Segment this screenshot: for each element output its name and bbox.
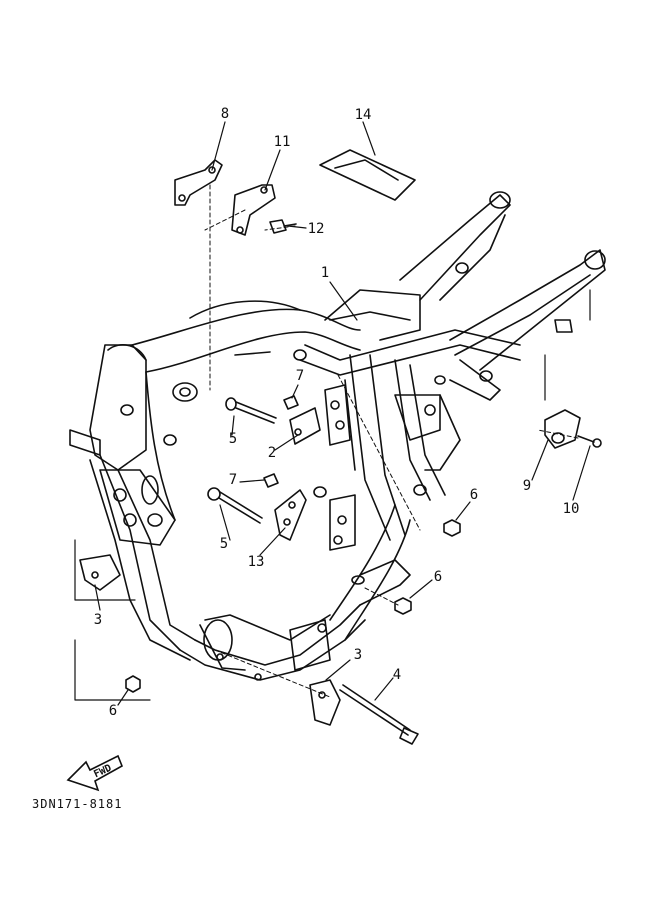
part-6-nut-b — [395, 598, 411, 614]
callout-7-upper: 7 — [295, 368, 305, 384]
part-7-bolt-lower — [264, 474, 278, 487]
callout-9: 9 — [522, 478, 532, 494]
callout-14: 14 — [354, 107, 372, 123]
fwd-arrow-icon — [68, 756, 122, 790]
callout-6-left: 6 — [108, 703, 118, 719]
callout-6-right: 6 — [469, 487, 479, 503]
part-13-bracket — [275, 490, 306, 540]
callout-5-upper: 5 — [228, 431, 238, 447]
part-5-bolt-upper — [226, 398, 276, 423]
part-10-bolt — [578, 436, 601, 447]
callout-4: 4 — [392, 667, 402, 683]
part-2-bracket — [290, 408, 320, 444]
callout-11: 11 — [273, 134, 291, 150]
part-5-bolt-lower — [208, 488, 262, 523]
callout-7-lower: 7 — [228, 472, 238, 488]
callout-6-center: 6 — [433, 569, 443, 585]
part-4-bolt — [340, 685, 418, 744]
part-6-nut-a — [444, 520, 460, 536]
part-9-cap — [545, 410, 580, 448]
callout-2: 2 — [267, 445, 277, 461]
callout-10: 10 — [562, 501, 580, 517]
callout-frames — [75, 290, 590, 700]
callout-13: 13 — [247, 554, 265, 570]
callout-3-left: 3 — [93, 612, 103, 628]
part-3-bracket-right — [310, 680, 340, 725]
callout-12: 12 — [307, 221, 325, 237]
callout-5-lower: 5 — [219, 536, 229, 552]
part-3-bracket-left — [80, 555, 120, 590]
callout-3-right: 3 — [353, 647, 363, 663]
part-6-nut-c — [126, 676, 140, 692]
label-leaders — [95, 122, 590, 705]
diagram-code: 3DN171-8181 — [32, 797, 123, 811]
part-7-bolt-upper — [284, 396, 298, 409]
callout-1: 1 — [320, 265, 330, 281]
main-frame — [70, 192, 605, 680]
part-14-pad — [320, 150, 415, 200]
leader-lines — [205, 185, 578, 697]
callout-8: 8 — [220, 106, 230, 122]
part-8-bracket — [175, 160, 222, 205]
part-11-bracket — [232, 185, 275, 235]
